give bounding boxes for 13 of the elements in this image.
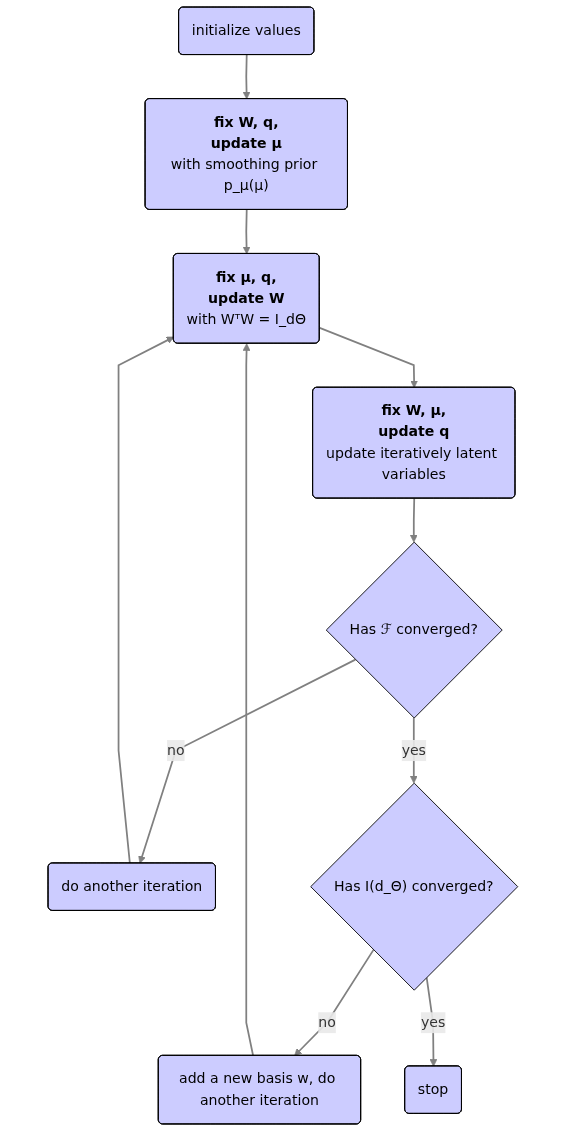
arrow — [410, 497, 418, 543]
arrow — [242, 209, 251, 255]
arrow — [318, 327, 419, 388]
arrow — [138, 658, 357, 864]
edge-label: yes — [421, 1013, 446, 1031]
arrow — [242, 54, 251, 100]
node-diamond: Has ℱ converged? — [325, 541, 503, 719]
arrow — [242, 343, 255, 1057]
edge-label: yes — [401, 741, 427, 759]
edge-label: no — [167, 741, 185, 759]
node-diamond: Has I(d_Θ) converged? — [310, 782, 519, 991]
edge-label: no — [318, 1013, 336, 1031]
arrow — [294, 949, 375, 1057]
